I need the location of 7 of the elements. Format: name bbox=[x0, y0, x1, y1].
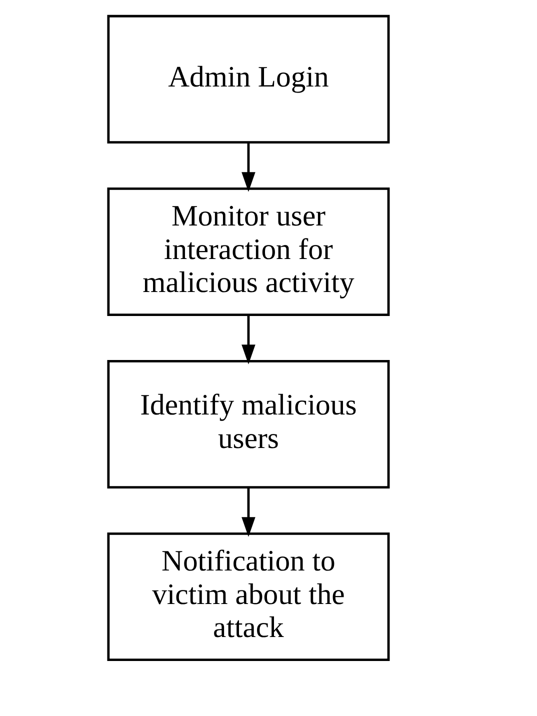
node-box: Notification to victim about the attack bbox=[107, 532, 390, 661]
node-box: Admin Login bbox=[107, 14, 390, 144]
arrow bbox=[242, 314, 256, 364]
arrow bbox=[242, 488, 256, 537]
arrow bbox=[242, 142, 256, 192]
node-box: Monitor user interaction for malicious activity bbox=[107, 187, 390, 316]
node-box: Identify malicious users bbox=[107, 360, 390, 488]
